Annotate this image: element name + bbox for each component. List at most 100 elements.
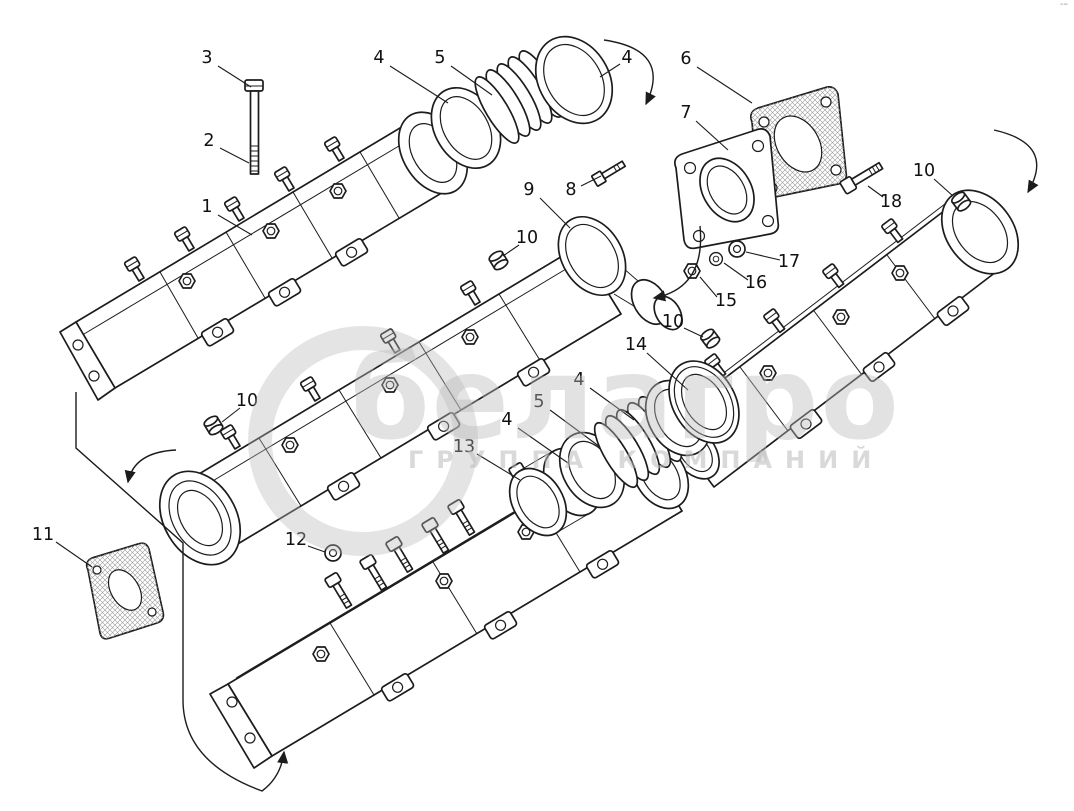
callout-number-4: 4 [573, 370, 584, 390]
leader-line-13 [476, 453, 521, 481]
callout-number-7: 7 [680, 103, 691, 123]
corner-mark: ″‴ [1059, 3, 1068, 13]
leader-line-8 [580, 175, 602, 187]
leader-line-10 [933, 178, 954, 197]
leader-line-5 [549, 409, 601, 448]
rotation-arrow-right [993, 129, 1039, 194]
hex-nut-15 [683, 263, 701, 279]
hex-nut [329, 183, 347, 199]
washer-12 [324, 544, 342, 562]
plug-10-c [698, 326, 723, 351]
callout-number-8: 8 [565, 180, 576, 200]
stud-bolt [273, 165, 298, 194]
flange-7 [674, 128, 780, 250]
hex-nut [435, 573, 453, 589]
stud-bolt [880, 217, 907, 246]
leader-line-17 [745, 251, 781, 261]
leader-line-10 [683, 327, 704, 338]
callout-number-2: 2 [203, 131, 214, 151]
hex-nut [262, 223, 280, 239]
callout-number-4: 4 [621, 48, 632, 68]
leader-line-9 [539, 197, 571, 229]
stud-bolt [173, 225, 198, 254]
leader-line-10 [502, 244, 520, 257]
callout-number-10: 10 [236, 391, 258, 411]
hex-nut [832, 309, 850, 325]
hex-nut [891, 265, 909, 281]
stud-bolt [299, 375, 324, 404]
stud-bolt [821, 262, 848, 291]
callout-number-14: 14 [625, 335, 647, 355]
leader-line-1 [217, 214, 253, 236]
leader-line-5 [450, 65, 493, 96]
leader-line-3 [217, 65, 252, 88]
callout-number-15: 15 [715, 291, 737, 311]
leader-line-12 [307, 545, 326, 553]
gasket-6 [750, 86, 848, 200]
rotation-arrow-top [603, 39, 656, 106]
leader-line-16 [723, 262, 749, 281]
leader-line-4 [599, 63, 621, 78]
callout-number-4: 4 [501, 410, 512, 430]
o-ring-4-top [534, 35, 614, 125]
leader-line-6 [696, 66, 753, 104]
callout-number-13: 13 [453, 437, 475, 457]
gasket-11 [85, 542, 165, 640]
hex-nut [281, 437, 299, 453]
callout-number-11: 11 [32, 525, 54, 545]
callout-number-12: 12 [285, 530, 307, 550]
bolt-8 [591, 160, 627, 187]
leader-line-18 [867, 185, 884, 198]
stud-bolt [219, 423, 244, 452]
stud-bolt [323, 135, 348, 164]
leader-line-15 [699, 276, 718, 298]
stud-bolt [379, 327, 404, 356]
bolt-18 [839, 161, 884, 195]
leader-line-11 [55, 541, 93, 568]
flange-bolt [384, 535, 417, 576]
callout-number-6: 6 [680, 49, 691, 69]
leader-line-4 [589, 387, 635, 421]
bellows-5-bottom [593, 395, 683, 489]
flange-bolt [323, 571, 356, 612]
funnel-pipe-9 [557, 215, 683, 331]
hex-nut [759, 365, 777, 381]
bolt-3-2 [244, 79, 264, 175]
rotation-arrow-left [124, 449, 177, 484]
callout-number-5: 5 [533, 392, 544, 412]
callout-number-10: 10 [516, 228, 538, 248]
callout-number-3: 3 [201, 48, 212, 68]
callout-number-4: 4 [373, 48, 384, 68]
hex-nut [461, 329, 479, 345]
hex-nut [178, 273, 196, 289]
callout-number-16: 16 [745, 273, 767, 293]
stud-bolt [459, 279, 484, 308]
callout-number-9: 9 [523, 180, 534, 200]
leader-line-14 [646, 352, 689, 391]
callout-layer: 3 2 4 5 4 6 7 8 9 10 1 10 18 17 16 15 10 14 4 5 4 13 12 11 10 [32, 48, 954, 568]
washer-16 [708, 251, 724, 267]
hex-nut [312, 646, 330, 662]
callout-number-1: 1 [201, 197, 212, 217]
flange-bolt [420, 516, 453, 557]
callout-number-17: 17 [778, 252, 800, 272]
leader-line-4 [517, 427, 569, 464]
stud-bolt [762, 307, 789, 336]
callout-number-18: 18 [880, 192, 902, 212]
leader-line-4 [389, 65, 449, 104]
assembly-flow-line [75, 392, 289, 792]
washer-17 [728, 240, 746, 258]
flange-bolt [358, 553, 391, 594]
hex-nut [381, 377, 399, 393]
leader-line-7 [695, 120, 729, 151]
callout-number-10: 10 [913, 161, 935, 181]
stud-bolt [123, 255, 148, 284]
plug-10-a [486, 248, 511, 273]
leader-line-2 [219, 147, 250, 164]
callout-number-10: 10 [662, 312, 684, 332]
flange-bolt [446, 498, 479, 539]
callout-number-5: 5 [434, 48, 445, 68]
rotation-arrow-middle [652, 225, 702, 302]
